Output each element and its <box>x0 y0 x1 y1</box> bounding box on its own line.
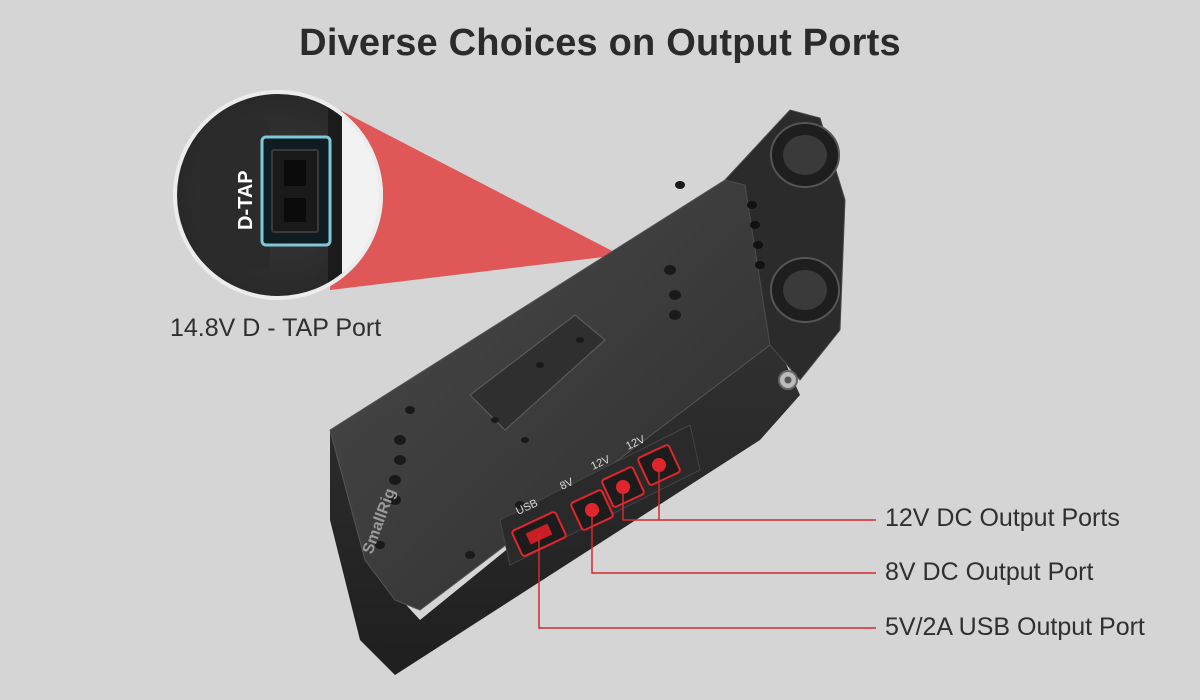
d-tap-caption: 14.8V D - TAP Port <box>170 314 382 342</box>
callout-leader-lines <box>538 465 876 629</box>
port-label-8v: 8V <box>558 476 576 493</box>
plate-mounting-holes <box>375 181 685 559</box>
callout-12v-dc-output-ports: 12V DC Output Ports <box>885 504 1120 532</box>
leader-line-12v <box>622 487 876 521</box>
zoom-highlight-cone <box>330 110 620 290</box>
callout-8v-dc-output-port: 8V DC Output Port <box>885 558 1094 586</box>
leader-line-usb <box>538 534 876 629</box>
callout-usb-output-port: 5V/2A USB Output Port <box>885 613 1145 641</box>
d-tap-port-label: D-TAP <box>235 170 257 230</box>
leader-line-8v <box>591 510 876 574</box>
rod-clamp <box>724 109 846 390</box>
d-tap-inset: D-TAP <box>173 90 383 300</box>
page-title: Diverse Choices on Output Ports <box>299 22 901 64</box>
